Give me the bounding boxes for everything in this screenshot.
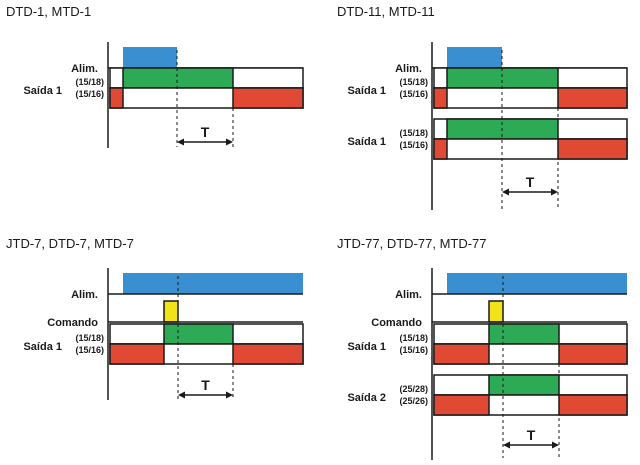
diagram-title-jtd-7: JTD-7, DTD-7, MTD-7 — [6, 236, 134, 251]
panel-3-t-arrow-right — [226, 391, 233, 399]
panel-1-supply-label: Alim. — [71, 63, 98, 75]
panel-2-supply-label: Alim. — [395, 63, 422, 75]
panel-2-output-1-label: Saída 1 — [347, 85, 386, 97]
panel-2-supply-pulse — [447, 47, 502, 68]
panel-3-output-1-terminal-no: (15/18) — [75, 333, 104, 343]
panel-1-t-arrow-left — [177, 138, 184, 146]
panel-4-output-1-label: Saída 1 — [347, 341, 386, 353]
panel-4-output-2-terminal-no: (25/28) — [399, 384, 428, 394]
panel-4-t-arrow-right — [552, 441, 559, 449]
panel-2-output-1-nc-off-before — [433, 87, 448, 109]
panel-3-t-arrow-left — [178, 391, 185, 399]
panel-3-output-1-no-on-segment — [163, 323, 234, 345]
panel-4-output-2-nc-off-after — [558, 394, 628, 416]
panel-3-command-pulse — [163, 300, 179, 323]
panel-2-output-2-nc-off-after — [557, 138, 628, 160]
panel-3-output-1-nc-off-before — [109, 343, 165, 365]
panel-1-supply-pulse — [123, 47, 177, 68]
diagram-title-jtd-77: JTD-77, DTD-77, MTD-77 — [337, 236, 487, 251]
panel-4-command-pulse — [488, 300, 504, 323]
panel-4-output-2-no-on-segment — [488, 374, 560, 396]
panel-4-output-1-nc-off-after — [558, 343, 628, 365]
panel-3-supply-label: Alim. — [71, 289, 98, 301]
panel-3-output-1-label: Saída 1 — [23, 341, 62, 353]
panel-1-output-1-nc-off-after — [232, 87, 304, 109]
panel-4-t-arrow-left — [503, 441, 510, 449]
panel-2-t-arrow-right — [551, 188, 558, 196]
panel-2-output-2-label: Saída 1 — [347, 136, 386, 148]
panel-1-t-arrow-right — [226, 138, 233, 146]
panel-2-output-1-terminal-nc: (15/16) — [399, 89, 428, 99]
panel-2-output-2-nc-off-before — [433, 138, 448, 160]
panel-4-supply-label: Alim. — [395, 289, 422, 301]
panel-4-output-2-terminal-nc: (25/26) — [399, 396, 428, 406]
panel-4-output-1-terminal-no: (15/18) — [399, 333, 428, 343]
panel-1-t-label: T — [201, 124, 210, 140]
diagram-title-dtd-11: DTD-11, MTD-11 — [337, 4, 435, 19]
panel-3-output-1-nc-off-after — [232, 343, 304, 365]
panel-4-output-1-nc-off-before — [433, 343, 490, 365]
panel-2-t-label: T — [526, 174, 535, 190]
panel-4-t-label: T — [527, 427, 536, 443]
panel-3-command-label: Comando — [47, 317, 98, 329]
panel-4-command-label: Comando — [371, 317, 422, 329]
panel-1-output-1-nc-off-before — [109, 87, 124, 109]
panel-4-output-1-no-on-segment — [488, 323, 560, 345]
panel-3-t-label: T — [201, 377, 210, 393]
panel-3-supply-pulse — [123, 273, 303, 294]
panel-2-output-1-terminal-no: (15/18) — [399, 77, 428, 87]
panel-2-t-arrow-left — [502, 188, 509, 196]
panel-1-output-1-terminal-nc: (15/16) — [75, 89, 104, 99]
panel-4-output-2-nc-off-before — [433, 394, 490, 416]
panel-4-supply-pulse — [447, 273, 627, 294]
panel-1-output-1-terminal-no: (15/18) — [75, 77, 104, 87]
panel-3-output-1-terminal-nc: (15/16) — [75, 345, 104, 355]
panel-2-output-1-nc-off-after — [557, 87, 628, 109]
panel-2-output-2-terminal-no: (15/18) — [399, 128, 428, 138]
panel-2-output-2-terminal-nc: (15/16) — [399, 140, 428, 150]
panel-4-output-2-label: Saída 2 — [347, 392, 386, 404]
panel-1-output-1-label: Saída 1 — [23, 85, 62, 97]
diagram-title-dtd-1: DTD-1, MTD-1 — [6, 4, 92, 19]
panel-1-output-1-no-on-segment — [122, 67, 234, 89]
panel-4-output-1-terminal-nc: (15/16) — [399, 345, 428, 355]
